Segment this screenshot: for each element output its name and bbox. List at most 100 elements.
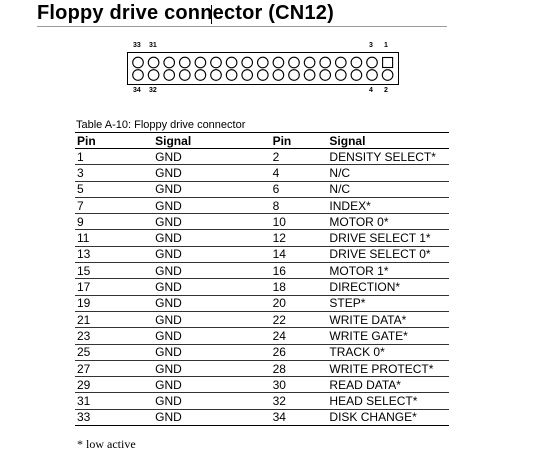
signal-cell: DRIVE SELECT 0* <box>327 246 449 264</box>
signal-cell: GND <box>153 164 271 182</box>
pin-number-cell: 13 <box>75 246 154 264</box>
pin-label-3: 3 <box>369 42 373 49</box>
connector-pin <box>381 68 393 81</box>
connector-pin <box>350 56 362 68</box>
signal-cell: GND <box>153 246 271 264</box>
signal-cell: N/C <box>327 164 449 182</box>
connector-pin <box>318 56 331 68</box>
floppy-connector-table: Table A-10: Floppy drive connector Pin S… <box>75 118 449 427</box>
connector-pin <box>225 56 237 68</box>
header-signal: Signal <box>329 133 366 148</box>
signal-cell: GND <box>153 392 271 410</box>
pin-label-31: 31 <box>149 42 157 49</box>
pin-number-cell: 32 <box>270 392 328 410</box>
pin-number-cell: 14 <box>270 246 328 264</box>
pin-label-32: 32 <box>149 87 157 94</box>
pin-label-1: 1 <box>384 42 388 49</box>
pin-number-cell: 1 <box>75 148 154 166</box>
pin-number-cell: 33 <box>75 409 154 427</box>
pin-number-cell: 2 <box>270 148 328 166</box>
connector-pin <box>209 68 222 81</box>
pin-number-cell: 24 <box>270 327 328 345</box>
signal-cell: GND <box>153 327 271 345</box>
signal-cell: GND <box>153 376 271 394</box>
signal-cell: MOTOR 0* <box>327 213 449 231</box>
table-header-row: Pin Signal Pin Signal <box>75 132 449 149</box>
pin-number-cell: 4 <box>270 164 328 182</box>
pin-number-cell: 9 <box>75 213 154 231</box>
connector-pin <box>194 68 206 81</box>
connector-pin <box>287 68 300 81</box>
connector-pin <box>240 68 253 81</box>
pin-number-cell: 12 <box>270 229 328 247</box>
connector-diagram: 33 31 3 1 34 32 4 2 <box>125 40 405 98</box>
signal-cell: INDEX* <box>327 197 449 215</box>
heading-divider <box>37 26 447 27</box>
text-cursor <box>211 5 212 24</box>
signal-cell: DRIVE SELECT 1* <box>327 229 449 247</box>
pin-number-cell: 25 <box>75 344 154 361</box>
signal-cell: GND <box>153 278 271 296</box>
signal-cell: GND <box>153 360 271 378</box>
connector-pin <box>162 68 175 81</box>
pin-number-cell: 6 <box>270 181 328 198</box>
signal-cell: GND <box>153 229 271 247</box>
pin-number-cell: 16 <box>270 262 328 280</box>
connector-pin <box>256 68 269 81</box>
pin-number-cell: 28 <box>270 360 328 378</box>
header-pin: Pin <box>272 133 292 148</box>
connector-pin <box>303 68 315 81</box>
pin-number-cell: 10 <box>270 213 328 231</box>
page-title: Floppy drive connector (CN12) <box>37 2 334 24</box>
connector-body <box>127 52 399 85</box>
pin-number-cell: 34 <box>270 409 328 427</box>
signal-cell: GND <box>153 295 271 312</box>
pin-number-cell: 27 <box>75 360 154 378</box>
signal-cell: GND <box>153 197 271 215</box>
pin-label-34: 34 <box>133 87 141 94</box>
connector-pin <box>162 56 175 68</box>
pin-number-cell: 22 <box>270 311 328 329</box>
pin-number-cell: 15 <box>75 262 154 280</box>
pin-number-cell: 18 <box>270 278 328 296</box>
pin-label-2: 2 <box>384 87 388 94</box>
pin-number-cell: 17 <box>75 278 154 296</box>
signal-cell: WRITE PROTECT* <box>327 360 449 378</box>
connector-pin <box>131 56 144 68</box>
pin-number-cell: 26 <box>270 344 328 361</box>
connector-pin <box>334 68 347 81</box>
signal-cell: GND <box>153 262 271 280</box>
connector-pin <box>178 56 191 68</box>
connector-pin <box>365 56 378 68</box>
table-caption: Table A-10: Floppy drive connector <box>76 119 246 131</box>
signal-cell: READ DATA* <box>327 376 449 394</box>
signal-cell: HEAD SELECT* <box>327 392 449 410</box>
connector-pin <box>225 68 237 81</box>
pin-label-33: 33 <box>133 42 141 49</box>
signal-cell: DIRECTION* <box>327 278 449 296</box>
connector-pin <box>287 56 300 68</box>
pin-number-cell: 19 <box>75 295 154 312</box>
signal-cell: N/C <box>327 181 449 198</box>
connector-pin <box>194 56 206 68</box>
signal-cell: GND <box>153 148 271 166</box>
connector-pin <box>178 68 191 81</box>
connector-pin <box>147 68 159 81</box>
pin-number-cell: 31 <box>75 392 154 410</box>
